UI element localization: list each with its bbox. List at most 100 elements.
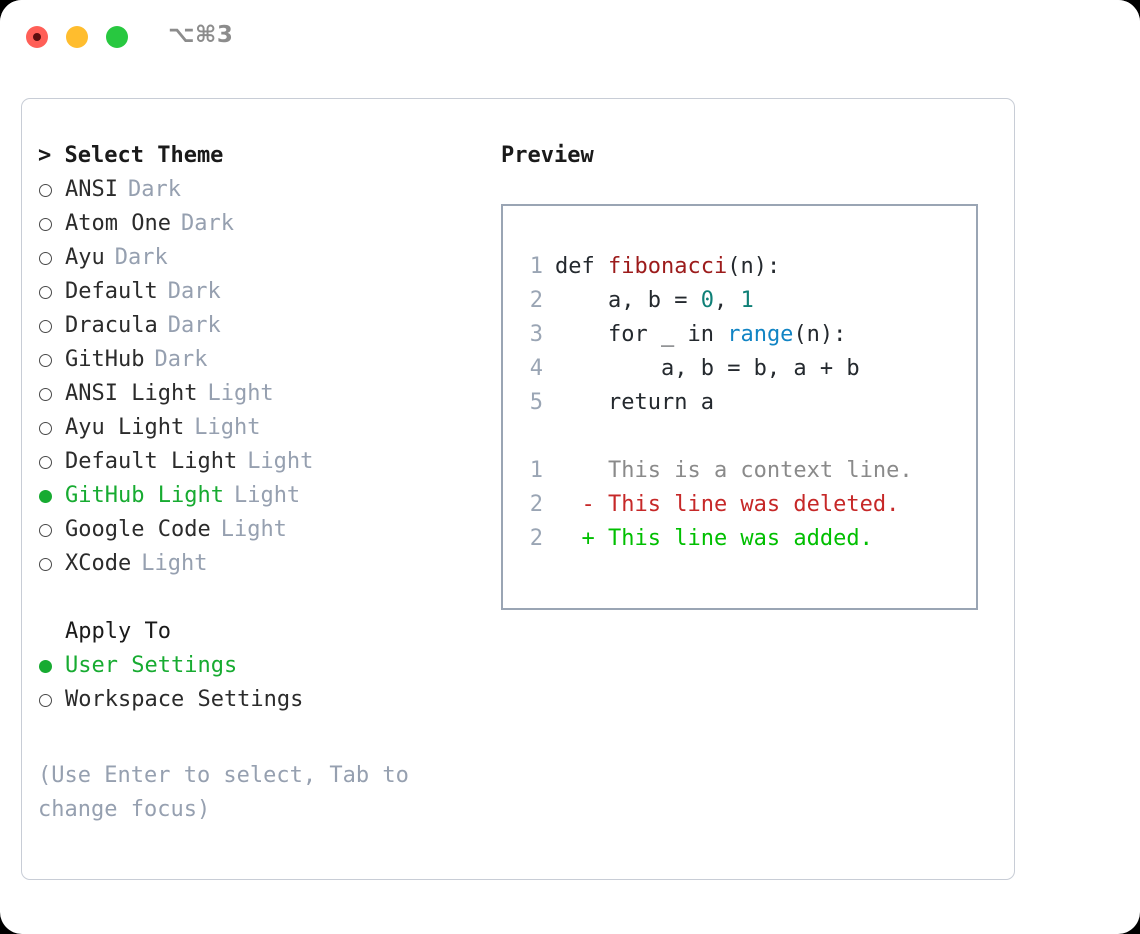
code-line-text: a, b = 0, 1 [555,284,754,318]
theme-option-ayu[interactable]: Ayu Dark [38,241,488,275]
theme-variant-tag: Light [247,449,314,474]
diff-line-added: 2 + This line was added. [517,522,976,556]
theme-option-label: Google Code [65,517,211,542]
theme-option-atom-one[interactable]: Atom One Dark [38,207,488,241]
radio-unselected-icon [38,455,65,469]
theme-variant-tag: Dark [154,347,208,372]
apply-to-option-workspace-settings[interactable]: Workspace Settings [38,683,488,717]
radio-selected-icon [38,489,65,503]
radio-dot [39,421,52,435]
radio-unselected-icon [38,387,65,401]
radio-dot [39,353,52,367]
line-number: 2 [529,492,543,517]
code-token-plain: , [713,288,741,313]
code-line: 2 a, b = 0, 1 [517,284,976,318]
radio-dot [39,489,52,503]
theme-option-label: XCode [65,551,132,576]
code-token-plain: (n): [727,254,781,279]
code-token-number: 1 [740,288,754,313]
theme-picker-header: > Select Theme [38,143,224,168]
code-token-plain: return a [607,390,714,415]
code-token-function: fibonacci [607,254,728,279]
line-number: 2 [529,526,543,551]
maximize-button[interactable] [106,26,128,48]
radio-unselected-icon [38,421,65,435]
theme-variant-tag: Dark [127,177,181,202]
apply-to-option-label: Workspace Settings [65,687,304,712]
theme-option-label: Default [65,279,158,304]
theme-variant-tag: Light [194,415,261,440]
theme-option-label: ANSI [65,177,118,202]
list-spacer [38,581,488,615]
radio-dot [39,659,52,673]
minimize-button[interactable] [66,26,88,48]
theme-variant-tag: Dark [180,211,234,236]
diff-line-text: + This line was added. [555,526,873,551]
radio-dot [39,217,52,231]
radio-unselected-icon [38,285,65,299]
titlebar: ⌥⌘3 [0,0,1140,78]
theme-variant-tag: Dark [114,245,168,270]
keyboard-hint: (Use Enter to select, Tab to change focu… [38,763,409,822]
window-controls [26,26,128,48]
theme-option-label: Dracula [65,313,158,338]
theme-option-default-light[interactable]: Default Light Light [38,445,488,479]
radio-unselected-icon [38,217,65,231]
line-number: 1 [529,254,543,279]
theme-option-label: Default Light [65,449,238,474]
line-number: 3 [529,322,543,347]
line-number: 1 [529,458,543,483]
theme-option-xcode[interactable]: XCode Light [38,547,488,581]
code-token-plain: for _ in [607,322,728,347]
code-line: 1 def fibonacci(n): [517,250,976,284]
radio-unselected-icon [38,557,65,571]
code-token-builtin: range [727,322,794,347]
code-line-text: def fibonacci(n): [555,250,780,284]
code-line: 5 return a [517,386,976,420]
code-token-plain: def [555,254,608,279]
diff-line-context: 1 This is a context line. [517,454,976,488]
radio-unselected-icon [38,353,65,367]
diff-line-text: This is a context line. [555,458,913,483]
theme-option-google-code[interactable]: Google Code Light [38,513,488,547]
apply-to-option-label: User Settings [65,653,238,678]
theme-option-ansi[interactable]: ANSI Dark [38,173,488,207]
code-diff-separator [517,420,976,454]
apply-to-header: Apply To [65,619,171,644]
close-button[interactable] [26,26,48,48]
radio-dot [39,285,52,299]
code-token-plain: a, b = b, a + b [660,356,860,381]
theme-variant-tag: Light [141,551,208,576]
shortcut-label: ⌥⌘3 [168,22,234,48]
radio-dot [39,319,52,333]
theme-option-label: GitHub Light [65,483,224,508]
apply-to-option-user-settings[interactable]: User Settings [38,649,488,683]
theme-variant-tag: Light [220,517,287,542]
radio-dot [39,557,52,571]
radio-selected-icon [38,659,65,673]
radio-dot [39,455,52,469]
radio-dot [39,523,52,537]
line-number: 2 [529,288,543,313]
radio-dot [39,251,52,265]
radio-unselected-icon [38,251,65,265]
diff-sample: 1 This is a context line.2 - This line w… [517,454,976,556]
radio-unselected-icon [38,319,65,333]
theme-option-label: Atom One [65,211,171,236]
diff-line-deleted: 2 - This line was deleted. [517,488,976,522]
radio-unselected-icon [38,183,65,197]
theme-option-label: Ayu [65,245,105,270]
